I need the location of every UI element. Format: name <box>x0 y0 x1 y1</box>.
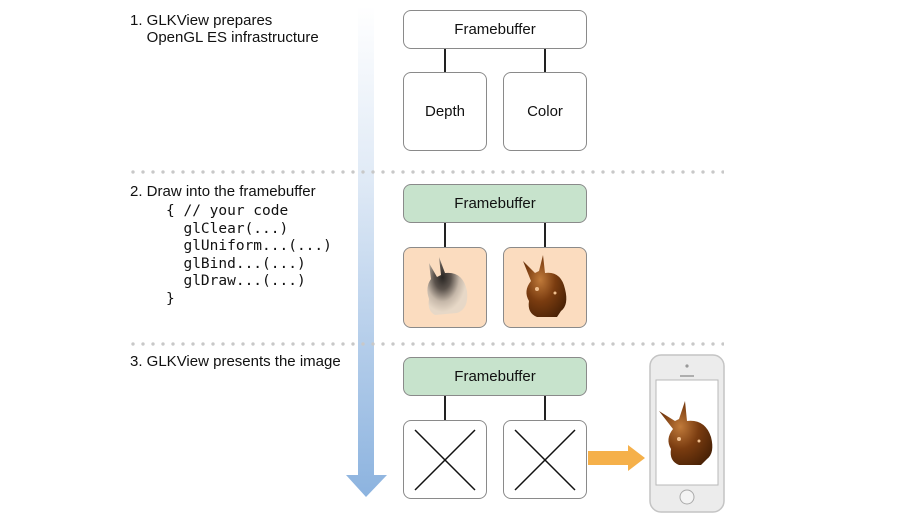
section-divider <box>128 170 724 174</box>
depth-bunny-image <box>427 256 468 315</box>
depth-attachment-box <box>403 247 487 328</box>
phone-device <box>649 354 725 513</box>
framebuffer-box: Framebuffer <box>403 10 587 49</box>
connector-line <box>444 396 446 420</box>
color-attachment-box: Color <box>503 72 587 151</box>
step-2-label: 2. Draw into the framebuffer <box>130 183 316 200</box>
screen-bunny-image <box>659 401 713 465</box>
section-divider <box>128 342 724 346</box>
discarded-color-box <box>503 420 587 499</box>
connector-line <box>444 223 446 247</box>
connector-line <box>444 49 446 72</box>
step-3-label: 3. GLKView presents the image <box>130 353 341 370</box>
cross-icon <box>514 429 576 491</box>
code-snippet: { // your code glClear(...) glUniform...… <box>166 203 332 307</box>
connector-line <box>544 223 546 247</box>
step-1-label: 1. GLKView prepares OpenGL ES infrastruc… <box>130 12 319 46</box>
color-bunny-image <box>523 254 567 317</box>
connector-line <box>544 396 546 420</box>
connector-line <box>544 49 546 72</box>
present-arrow <box>588 445 645 471</box>
cross-icon <box>414 429 476 491</box>
depth-attachment-box: Depth <box>403 72 487 151</box>
timeline-arrow <box>346 6 387 497</box>
framebuffer-box: Framebuffer <box>403 184 587 223</box>
framebuffer-box: Framebuffer <box>403 357 587 396</box>
color-attachment-box <box>503 247 587 328</box>
discarded-depth-box <box>403 420 487 499</box>
